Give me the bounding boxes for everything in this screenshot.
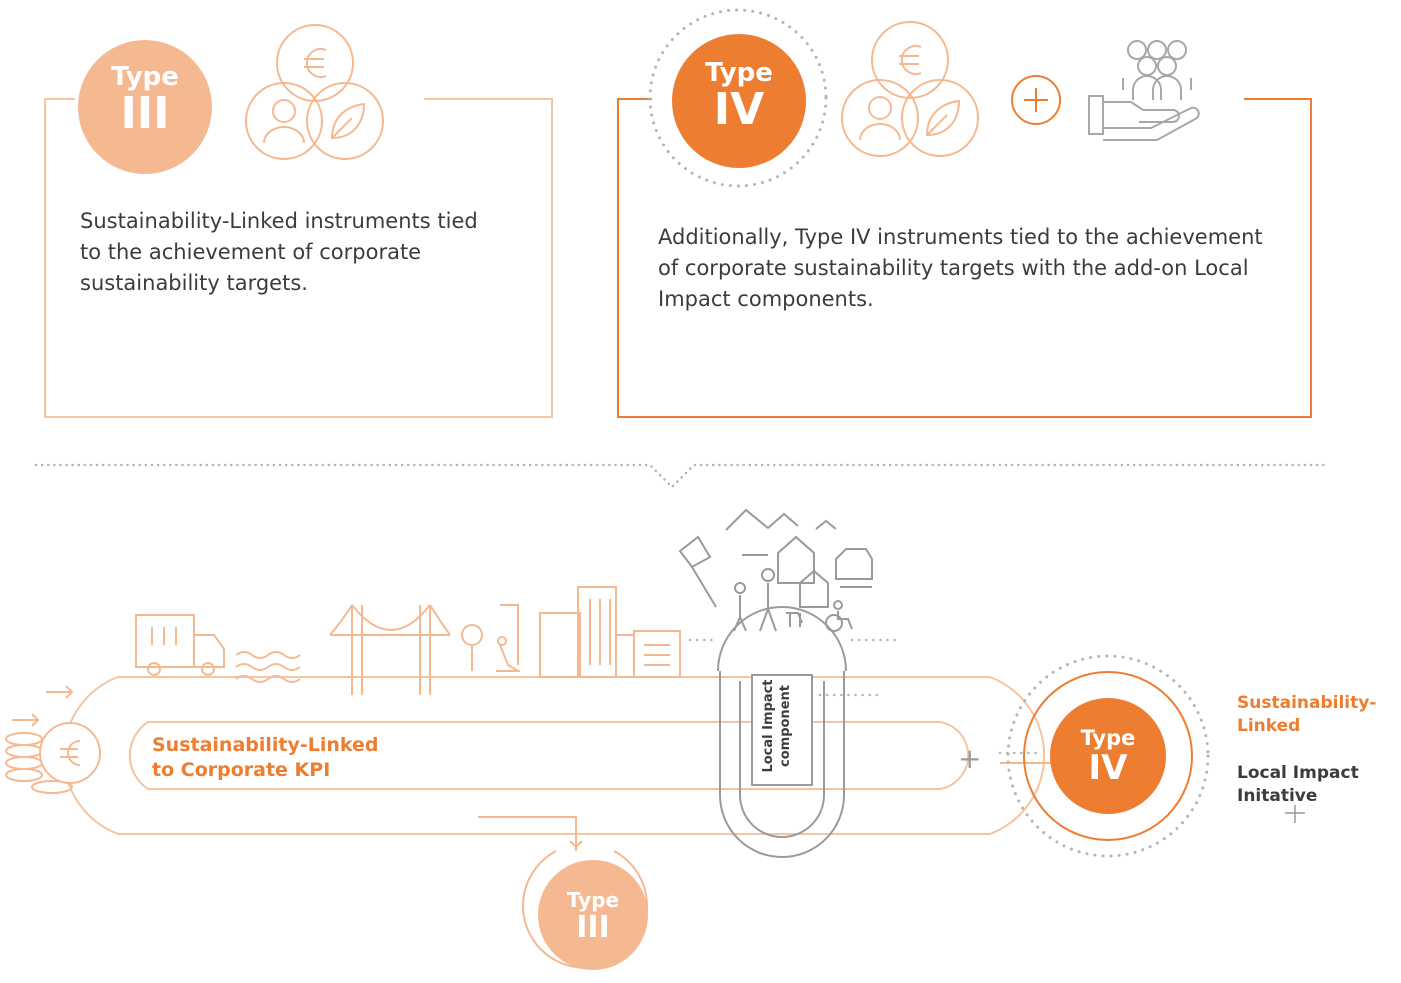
flow-diagram (5, 508, 1305, 969)
badge-numeral: III (120, 88, 170, 139)
type4-card-dotted-ring (648, 8, 828, 188)
badge-word: Type (705, 58, 773, 88)
result-line4: Initative (1237, 786, 1318, 806)
track-label-line2: to Corporate KPI (152, 759, 331, 781)
type3-card-badge: Type III (78, 40, 212, 174)
euro-people-leaf-icon (245, 24, 384, 160)
result-line1: Sustainability- (1237, 693, 1377, 713)
diagram-type4-badge: Type IV (1050, 698, 1166, 814)
badge-numeral: IV (1088, 748, 1128, 788)
result-label: Sustainability- Linked + Local Impact In… (1237, 692, 1376, 808)
track-label: Sustainability-Linked to Corporate KPI (152, 733, 379, 783)
type4-card-badge: Type IV (672, 34, 806, 168)
plus-sign: + (958, 742, 982, 775)
track-label-line1: Sustainability-Linked (152, 734, 379, 756)
dotted-separator (34, 463, 1328, 489)
badge-numeral: III (576, 910, 610, 945)
result-line3: Local Impact (1237, 763, 1359, 783)
euro-people-leaf-icon (841, 21, 979, 157)
loop-label: Local Impact component (760, 672, 806, 780)
community-hand-icon (1088, 40, 1200, 141)
type3-card-frame (44, 98, 553, 418)
badge-word: Type (1080, 726, 1136, 750)
badge-word: Type (566, 888, 620, 912)
type4-card-frame (617, 8, 1312, 418)
loop-label-line1: Local Impact (761, 679, 776, 773)
result-line2: Linked (1237, 716, 1301, 736)
type3-card-description: Sustainability-Linked instruments tied t… (80, 209, 478, 295)
city-skyline-icon (135, 586, 681, 695)
type4-card-description: Additionally, Type IV instruments tied t… (658, 225, 1263, 311)
loop-label-line2: component (778, 685, 793, 767)
badge-numeral: IV (713, 84, 765, 135)
coin-stack-euro-icon (5, 722, 101, 794)
badge-word: Type (111, 62, 179, 92)
plus-circle-icon (1011, 75, 1061, 125)
diagram-type3-badge: Type III (538, 860, 648, 970)
village-people-icon (678, 508, 873, 632)
